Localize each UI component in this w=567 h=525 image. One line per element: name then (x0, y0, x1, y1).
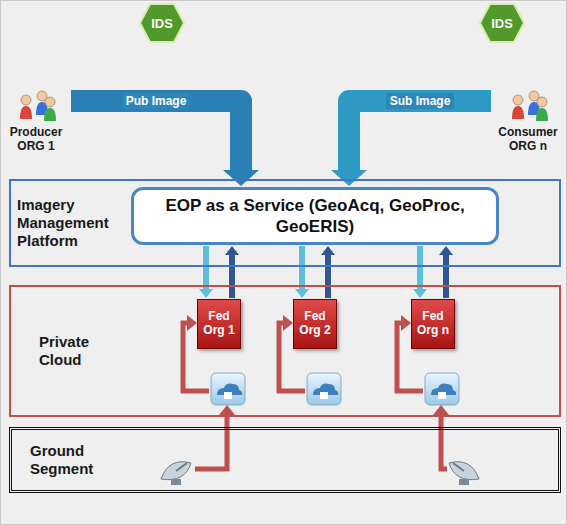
arrow-head (295, 289, 309, 298)
platform-band: Imagery Management Platform EOP as a Serv… (9, 179, 561, 267)
edge-label: Sub Image (386, 93, 455, 109)
cloud-icon (211, 373, 245, 405)
node-label: Fed Org n (414, 310, 452, 338)
band-heading: Private Cloud (39, 333, 123, 369)
arrow-head (225, 246, 239, 255)
band-heading: Imagery Management Platform (17, 196, 133, 250)
cloud-band: Private Cloud Fed Org 1 Fed Org 2 Fed Org n (9, 285, 561, 417)
node-label: Fed Org 2 (296, 310, 334, 338)
ids-hexagon: IDS (139, 3, 185, 43)
node-label: Producer ORG 1 (3, 125, 69, 154)
service-box: EOP as a Service (GeoAcq, GeoProc, GeoER… (131, 187, 499, 245)
cloud-icon (425, 373, 459, 405)
edge-label: Pub Image (122, 93, 191, 109)
consumer-actor: Consumer ORG n (493, 85, 563, 173)
node-label: IDS (151, 16, 173, 31)
arrow-head (439, 246, 453, 255)
satellite-dish (161, 462, 191, 485)
band-heading-holder: Ground Segment (30, 430, 120, 490)
people-icon (506, 85, 550, 125)
node-label: Consumer ORG n (493, 125, 563, 154)
downlink-arrow (195, 413, 447, 469)
producer-actor: Producer ORG 1 (3, 85, 69, 173)
connector (417, 246, 423, 290)
arrow-head (223, 170, 259, 186)
band-heading-holder: Private Cloud (39, 287, 123, 415)
node-label: EOP as a Service (GeoAcq, GeoProc, GeoER… (144, 195, 486, 238)
ids-hexagon: IDS (479, 3, 525, 43)
arrow-head (321, 246, 335, 255)
arrow-head (219, 405, 449, 415)
arrow-head (199, 289, 213, 298)
connector (71, 101, 241, 172)
ground-band: Ground Segment (9, 427, 561, 493)
connector (325, 254, 331, 298)
federation-box: Fed Org n (411, 299, 455, 349)
arrow-head (331, 170, 367, 186)
connector (203, 246, 209, 290)
connector (349, 101, 491, 172)
federation-box: Fed Org 1 (197, 299, 241, 349)
people-icon (14, 85, 58, 125)
connector (443, 254, 449, 298)
connector (299, 246, 305, 290)
band-heading-holder: Imagery Management Platform (17, 181, 133, 265)
cloud-icon (307, 373, 341, 405)
band-heading: Ground Segment (30, 442, 120, 478)
federation-box: Fed Org 2 (293, 299, 337, 349)
node-label: Fed Org 1 (200, 310, 238, 338)
satellite-dish (449, 462, 479, 485)
connector (229, 254, 235, 298)
arrow-head (413, 289, 427, 298)
node-label: IDS (491, 16, 513, 31)
